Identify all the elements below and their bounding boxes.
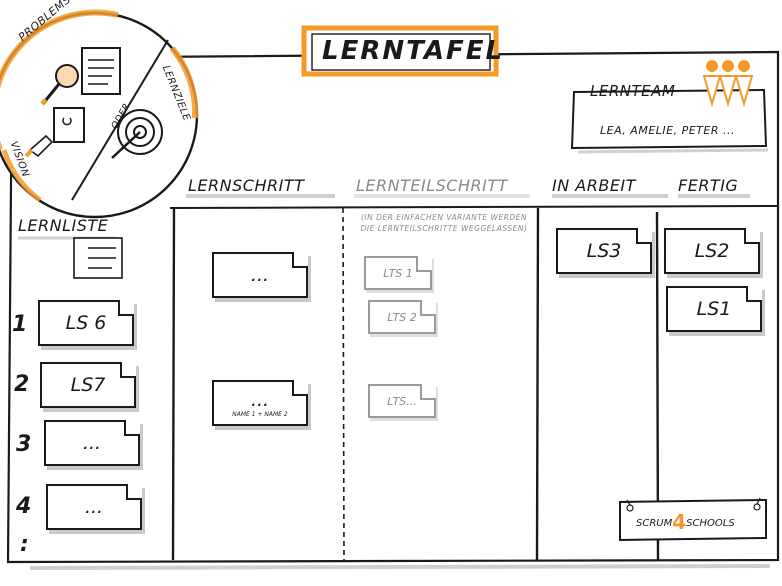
step-card[interactable]: ... [212,252,308,298]
row-number: 1 [12,312,28,337]
column-header-done: FERTIG [678,176,739,195]
column-header-substep: LERNTEILSCHRITT [356,176,508,195]
row-number: 4 [16,494,32,519]
numbered-list-icon [73,237,123,279]
learning-list-card[interactable]: LS 6 [38,300,134,346]
substep-card[interactable]: LTS 1 [364,256,432,290]
logo-right-text: SCHOOLS [686,518,735,529]
team-members: LEA, AMELIE, PETER ... [600,124,735,137]
logo-left-text: SCRUM [636,518,673,529]
substep-card[interactable]: LTS... [368,384,436,418]
step-card-names: NAME 1 + NAME 2 [232,410,288,418]
magnifier-document-icon [40,47,121,106]
substep-card[interactable]: LTS 2 [368,300,436,334]
done-card[interactable]: LS1 [666,286,762,332]
step-card[interactable]: ... NAME 1 + NAME 2 [212,380,308,426]
target-icon [111,109,163,159]
step-card-label: ... [250,264,270,286]
done-card[interactable]: LS2 [664,228,760,274]
vision-rocket-icon [24,107,85,158]
row-number: 3 [16,432,32,457]
page-title: LERNTAFEL [322,36,505,66]
column-header-step: LERNSCHRITT [188,176,305,195]
learning-list-card[interactable]: LS7 [40,362,136,408]
logo-number: 4 [672,510,687,534]
step-card-label: ... [250,388,270,411]
in-progress-card[interactable]: LS3 [556,228,652,274]
row-number: 2 [14,372,30,397]
substep-note: (IN DER EINFACHEN VARIANTE WERDEN DIE LE… [360,213,528,233]
column-header-learning-list: LERNLISTE [18,216,109,235]
column-header-in-progress: IN ARBEIT [552,176,636,195]
team-heading: LERNTEAM [590,82,676,100]
learning-list-card[interactable]: ... [44,420,140,466]
team-people-icon [702,60,754,108]
scrum4schools-logo: SCRUM4SCHOOLS [636,510,735,534]
row-number: : [20,532,29,557]
learning-list-card[interactable]: ... [46,484,142,530]
